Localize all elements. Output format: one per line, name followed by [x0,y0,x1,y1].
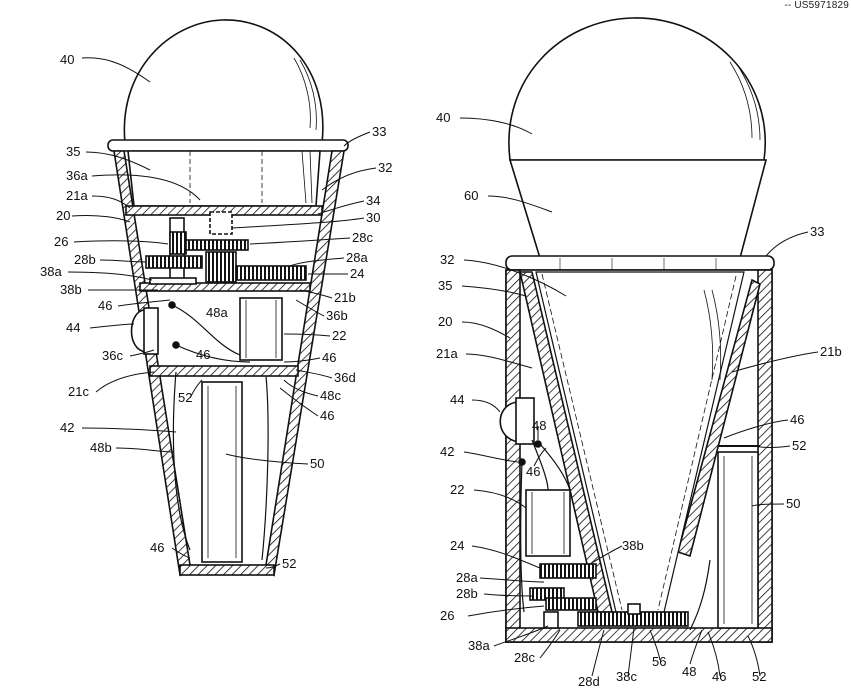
label-28d-right: 28d [578,674,600,689]
label-38b-left: 38b [60,282,82,297]
label-46c-left: 46 [322,350,336,365]
right-figure [499,17,775,643]
label-38a-left: 38a [40,264,62,279]
label-40-right: 40 [436,110,450,125]
label-52a-left: 52 [178,390,192,405]
label-34-left: 34 [366,193,380,208]
label-33-right: 33 [810,224,824,239]
label-28c-left: 28c [352,230,373,245]
label-20-right: 20 [438,314,452,329]
label-26-right: 26 [440,608,454,623]
label-20-left: 20 [56,208,70,223]
left-labels: 40 35 36a 21a 20 26 28b 38a 38b 46 44 36… [40,52,392,571]
label-28b-right: 28b [456,586,478,601]
label-42-right: 42 [440,444,454,459]
label-28a-right: 28a [456,570,478,585]
label-48a-left: 48a [206,305,228,320]
cone-60 [508,159,768,259]
label-46a-left: 46 [98,298,112,313]
ice-cream-dome-right [508,17,766,161]
motor-right [525,489,571,557]
label-21b-left: 21b [334,290,356,305]
label-21b-right: 21b [820,344,842,359]
motor-left [239,297,283,361]
label-28c-right: 28c [514,650,535,665]
label-32-right: 32 [440,252,454,267]
label-40-left: 40 [60,52,74,67]
label-38b-right: 38b [622,538,644,553]
label-33-left: 33 [372,124,386,139]
right-leaders [459,117,819,677]
label-30-left: 30 [366,210,380,225]
label-46d-left: 46 [320,408,334,423]
label-32-left: 32 [378,160,392,175]
label-38a-right: 38a [468,638,490,653]
rim-right [505,255,775,271]
left-leaders [67,57,377,569]
left-figure [107,19,349,577]
label-52b-right: 52 [752,669,766,684]
label-36c-left: 36c [102,348,123,363]
battery-right [717,451,759,629]
label-28b-left: 28b [74,252,96,267]
label-22-right: 22 [450,482,464,497]
label-36b-left: 36b [326,308,348,323]
label-38c-right: 38c [616,669,637,684]
patent-number: -- US5971829 [784,0,849,11]
label-46b-left: 46 [196,347,210,362]
label-56-right: 56 [652,654,666,669]
label-35-right: 35 [438,278,452,293]
label-42-left: 42 [60,420,74,435]
label-50-left: 50 [310,456,324,471]
label-24-right: 24 [450,538,464,553]
label-22-left: 22 [332,328,346,343]
label-21c-left: 21c [68,384,89,399]
label-35-left: 35 [66,144,80,159]
label-36d-left: 36d [334,370,356,385]
right-labels: 40 60 33 32 35 20 21a 21b 44 48 46 52 42… [436,110,842,689]
label-21a-right: 21a [436,346,458,361]
label-24-left: 24 [350,266,364,281]
label-52b-left: 52 [282,556,296,571]
battery-left [201,381,243,563]
label-46b-right: 46 [526,464,540,479]
label-28a-left: 28a [346,250,368,265]
label-44-right: 44 [450,392,464,407]
label-48c-left: 48c [320,388,341,403]
label-46e-left: 46 [150,540,164,555]
label-52-right: 52 [792,438,806,453]
label-48b-left: 48b [90,440,112,455]
label-26-left: 26 [54,234,68,249]
label-46a-right: 46 [790,412,804,427]
label-48b-right: 48 [682,664,696,679]
ice-cream-dome-left [123,19,324,144]
label-46c-right: 46 [712,669,726,684]
label-48-right: 48 [532,418,546,433]
label-44-left: 44 [66,320,80,335]
rim-left [107,139,349,152]
label-60-right: 60 [464,188,478,203]
label-50-right: 50 [786,496,800,511]
label-21a-left: 21a [66,188,88,203]
label-36a-left: 36a [66,168,88,183]
